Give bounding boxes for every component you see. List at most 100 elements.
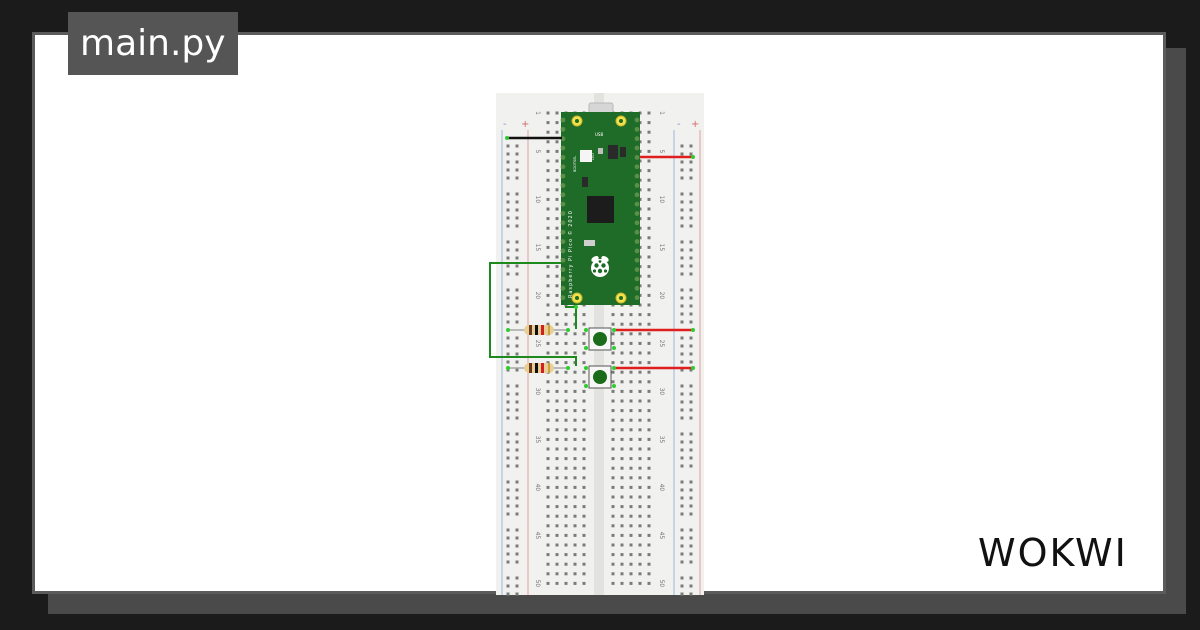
breadboard-hole (647, 562, 651, 566)
breadboard-hole (555, 236, 559, 240)
pico-led (598, 148, 603, 154)
resistor-1[interactable] (506, 325, 570, 335)
power-rail-hole (506, 304, 510, 308)
breadboard-hole (638, 572, 642, 576)
breadboard-hole (620, 332, 624, 336)
power-rail-hole (689, 464, 693, 468)
breadboard-hole (620, 572, 624, 576)
breadboard-hole (647, 207, 651, 211)
power-rail-hole (680, 344, 684, 348)
button-cap[interactable] (593, 332, 607, 346)
breadboard-hole (555, 428, 559, 432)
row-number-label: 35 (658, 436, 665, 444)
breadboard-hole (638, 553, 642, 557)
breadboard-hole (647, 361, 651, 365)
power-rail-hole (506, 536, 510, 540)
breadboard-hole (582, 581, 586, 585)
breadboard-hole (638, 351, 642, 355)
breadboard-hole (582, 322, 586, 326)
power-rail-hole (680, 440, 684, 444)
breadboard-hole (620, 457, 624, 461)
breadboard-hole (647, 543, 651, 547)
pico-component (582, 177, 588, 187)
power-rail-hole (506, 240, 510, 244)
pico-bootsel-label: BOOTSEL (573, 156, 577, 172)
breadboard-hole (620, 581, 624, 585)
power-rail-hole (515, 320, 519, 324)
connection-dot (566, 366, 570, 370)
push-button-2[interactable] (584, 365, 616, 389)
breadboard-hole (564, 351, 568, 355)
breadboard-hole (638, 533, 642, 537)
power-rail-hole (689, 584, 693, 588)
right-rail-plus-sign: + (691, 119, 699, 130)
power-rail-hole (506, 432, 510, 436)
file-name-tab[interactable]: main.py (68, 12, 238, 75)
breadboard-hole (647, 581, 651, 585)
power-rail-hole (515, 160, 519, 164)
button-cap[interactable] (593, 370, 607, 384)
power-rail-hole (689, 392, 693, 396)
raspberry-pi-pico[interactable]: USB Raspberry Pi Pico © 2020 LED BOOTSEL (560, 102, 640, 305)
breadboard-hole (611, 322, 615, 326)
power-rail-hole (515, 240, 519, 244)
breadboard-hole (620, 533, 624, 537)
breadboard-hole (555, 524, 559, 528)
breadboard-hole (629, 428, 633, 432)
breadboard-hole (555, 255, 559, 259)
row-number-label: 15 (658, 244, 665, 252)
breadboard-hole (611, 581, 615, 585)
breadboard-hole (647, 476, 651, 480)
row-number-label: 25 (658, 340, 665, 348)
breadboard-hole (611, 447, 615, 451)
power-rail-hole (515, 432, 519, 436)
breadboard-hole (611, 418, 615, 422)
breadboard-hole (546, 361, 550, 365)
resistor-2[interactable] (506, 363, 570, 373)
breadboard-hole (546, 543, 550, 547)
wires[interactable] (489, 136, 693, 370)
breadboard-hole (546, 466, 550, 470)
pico-pin (560, 145, 566, 151)
pico-pin (560, 173, 566, 179)
breadboard-hole (546, 313, 550, 317)
breadboard-hole (647, 437, 651, 441)
power-rail-hole (515, 248, 519, 252)
breadboard-hole (647, 370, 651, 374)
breadboard-hole (647, 169, 651, 173)
breadboard-hole (555, 370, 559, 374)
breadboard-hole (647, 188, 651, 192)
power-rail-hole (515, 408, 519, 412)
breadboard-hole (638, 514, 642, 518)
breadboard-hole (555, 495, 559, 499)
breadboard-hole (620, 341, 624, 345)
breadboard-hole (564, 409, 568, 413)
breadboard-hole (573, 332, 577, 336)
breadboard-hole (647, 524, 651, 528)
breadboard-hole (582, 476, 586, 480)
connection-dot (584, 346, 588, 350)
pico-pin (560, 155, 566, 160)
bootsel-button[interactable] (580, 150, 592, 162)
power-rail-hole (689, 264, 693, 268)
push-button-1[interactable] (584, 327, 616, 351)
row-number-label: 5 (658, 149, 665, 153)
power-rail-hole (515, 536, 519, 540)
breadboard-hole (638, 437, 642, 441)
breadboard-hole (546, 255, 550, 259)
wire-green-gpio-1[interactable] (489, 262, 577, 366)
breadboard-hole (629, 370, 633, 374)
breadboard-hole (638, 399, 642, 403)
breadboard-hole (620, 370, 624, 374)
breadboard-hole (564, 543, 568, 547)
breadboard-hole (611, 437, 615, 441)
breadboard-hole (638, 524, 642, 528)
power-rail-hole (515, 200, 519, 204)
breadboard-hole (564, 332, 568, 336)
breadboard-hole (555, 485, 559, 489)
rp2040-chip (587, 196, 614, 223)
power-rail-hole (506, 208, 510, 212)
power-rail-hole (680, 408, 684, 412)
breadboard-hole (564, 380, 568, 384)
